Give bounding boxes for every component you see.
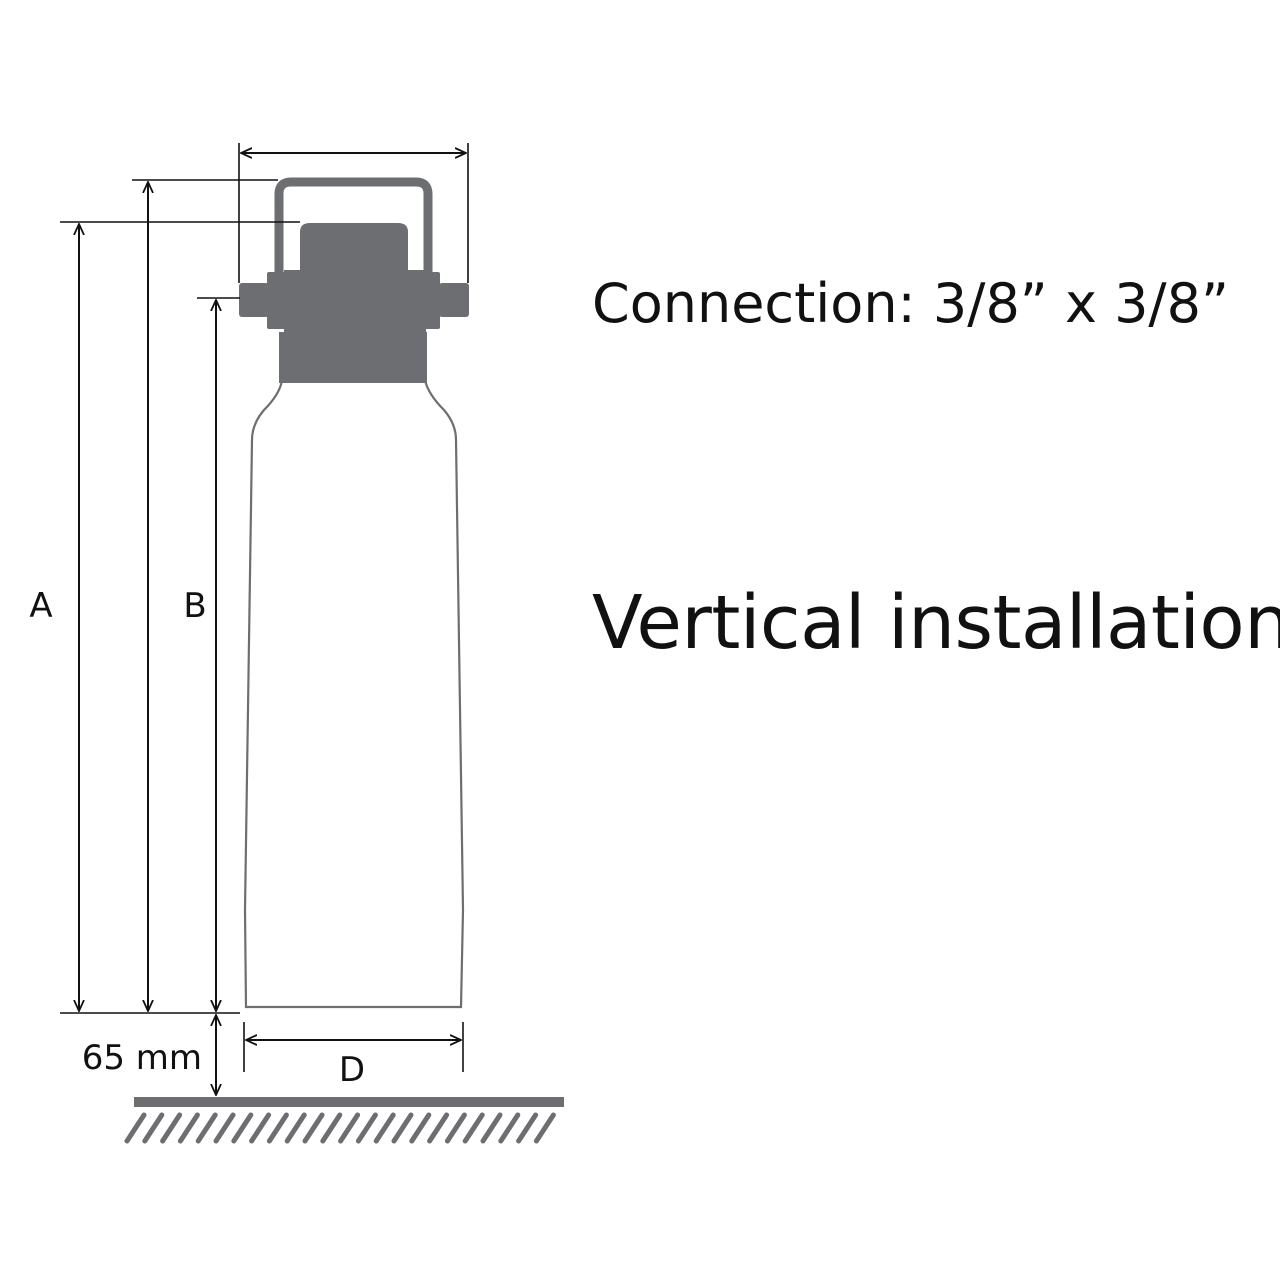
- floor-hatch-stroke: [160, 1112, 183, 1144]
- dim-a-label: A: [29, 586, 52, 626]
- floor-hatch-stroke: [373, 1112, 396, 1144]
- floor-hatch-stroke: [409, 1112, 432, 1144]
- floor-line: [134, 1097, 564, 1107]
- filter-head: [239, 177, 469, 383]
- head-cap: [300, 223, 408, 276]
- left-port-fitting: [239, 283, 269, 317]
- right-port-fitting: [439, 283, 469, 317]
- floor-hatch-stroke: [142, 1112, 165, 1144]
- floor-clearance-label: 65 mm: [82, 1038, 202, 1078]
- floor-hatch-stroke: [444, 1112, 467, 1144]
- installation-orientation: Vertical installation: [592, 580, 1280, 666]
- floor-hatch-stroke: [284, 1112, 307, 1144]
- filter-vessel-outline: [243, 378, 465, 1009]
- left-port-nut: [267, 272, 291, 329]
- head-collar: [279, 332, 427, 383]
- mounting-bracket: [274, 177, 433, 276]
- dim-b-label: B: [183, 586, 206, 626]
- floor-hatch-stroke: [266, 1112, 289, 1144]
- right-port-nut: [414, 272, 440, 329]
- floor-hatch-stroke: [338, 1112, 361, 1144]
- floor-hatch-stroke: [231, 1112, 254, 1144]
- floor-hatch-stroke: [195, 1112, 218, 1144]
- floor-hatch-stroke: [177, 1112, 200, 1144]
- floor-hatch-stroke: [249, 1112, 272, 1144]
- floor-hatch-stroke: [516, 1112, 539, 1144]
- floor-hatch-stroke: [355, 1112, 378, 1144]
- dim-d-label: D: [339, 1050, 365, 1090]
- floor-hatch-stroke: [533, 1112, 556, 1144]
- head-body: [284, 270, 426, 334]
- floor-hatch-stroke: [480, 1112, 503, 1144]
- connection-spec: Connection: 3/8” x 3/8”: [592, 272, 1229, 335]
- floor-hatch-stroke: [498, 1112, 521, 1144]
- floor-hatch-stroke: [124, 1112, 147, 1144]
- floor-hatch-stroke: [320, 1112, 343, 1144]
- floor-hatch-stroke: [391, 1112, 414, 1144]
- floor-hatch-stroke: [213, 1112, 236, 1144]
- floor-hatch-stroke: [302, 1112, 325, 1144]
- floor-hatch-stroke: [462, 1112, 485, 1144]
- floor-hatch-stroke: [427, 1112, 450, 1144]
- floor-hatching: [124, 1112, 556, 1144]
